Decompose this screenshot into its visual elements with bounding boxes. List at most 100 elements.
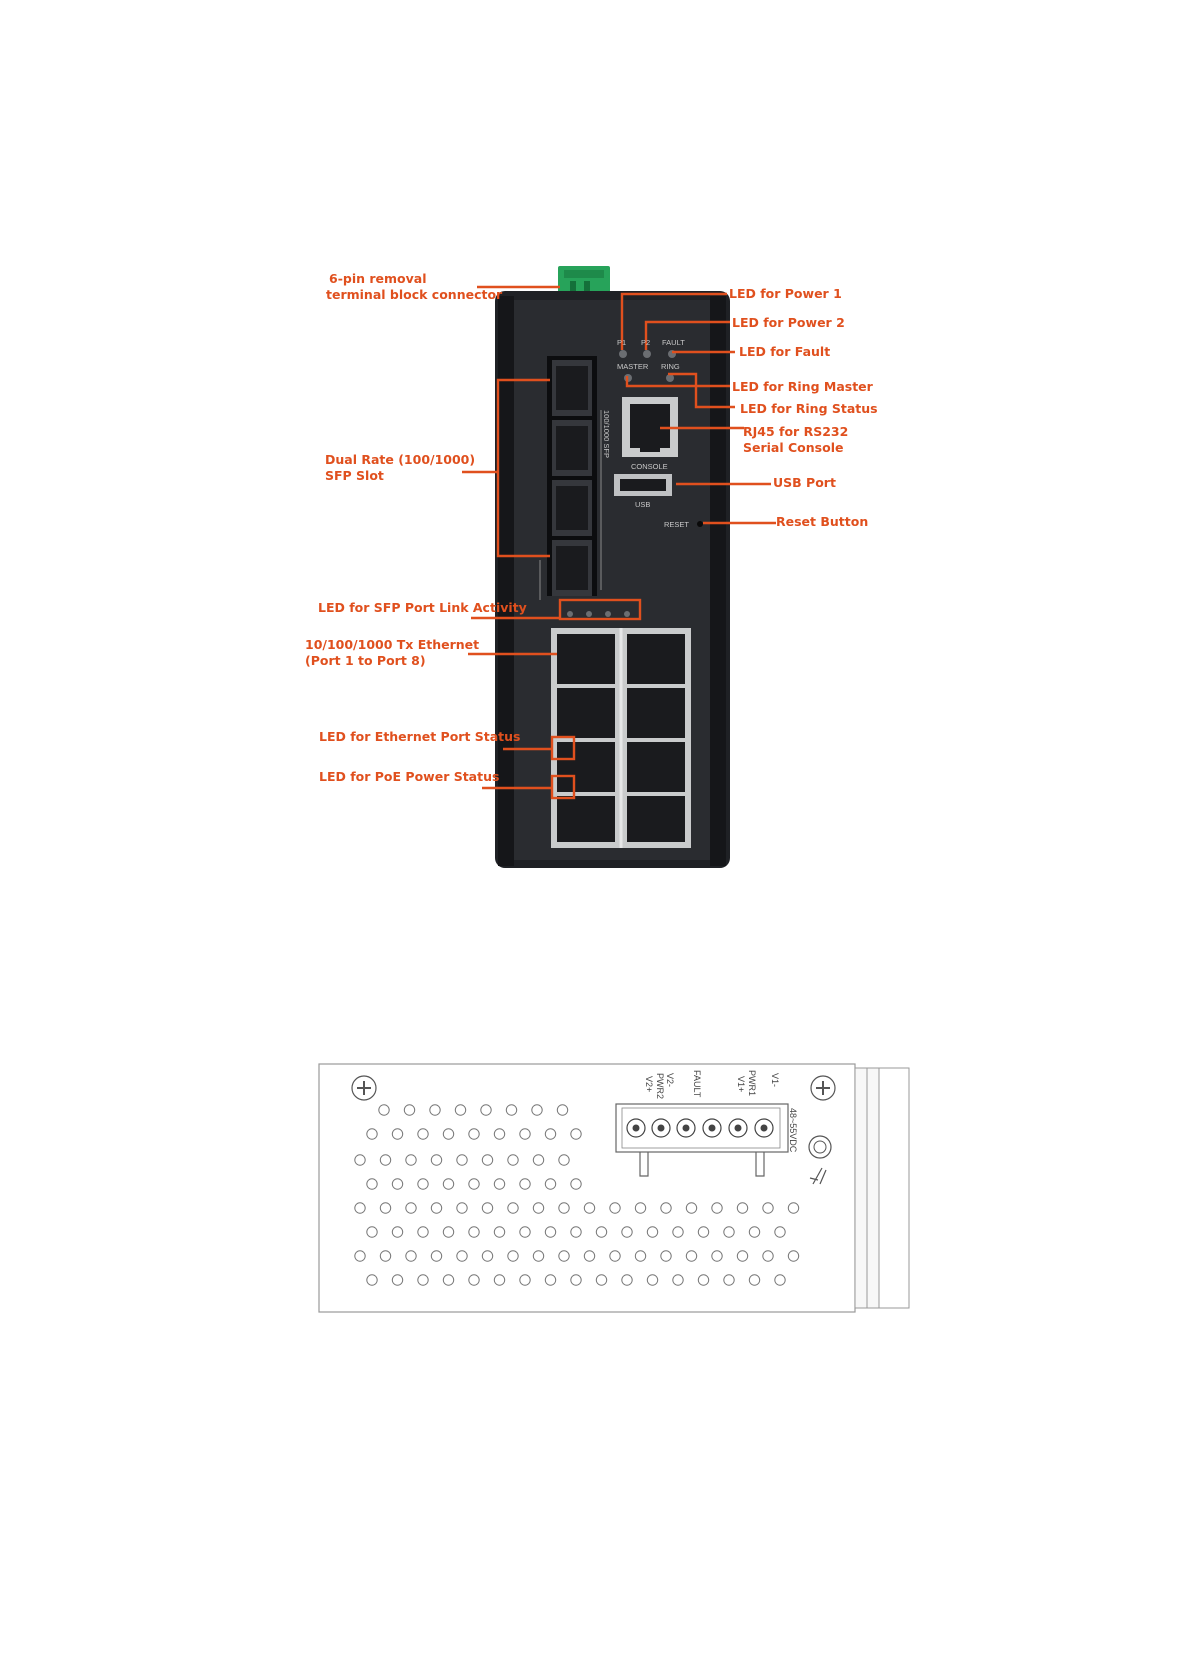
- vent-hole: [366, 1178, 378, 1190]
- callout-led-ring-master: LED for Ring Master: [732, 379, 873, 394]
- vent-hole: [481, 1154, 494, 1166]
- panel-label-usb: USB: [635, 500, 651, 509]
- vent-hole: [417, 1226, 429, 1238]
- vent-hole: [558, 1154, 570, 1166]
- vent-hole: [405, 1202, 417, 1214]
- vent-hole: [634, 1202, 647, 1214]
- vent-hole: [468, 1226, 480, 1238]
- callout-rj45-line1: RJ45 for RS232: [743, 424, 849, 439]
- vent-hole: [774, 1274, 786, 1286]
- panel-label-p2: P2: [641, 338, 651, 347]
- vent-hole: [456, 1202, 468, 1214]
- top-view-outline: [318, 1063, 910, 1313]
- vent-hole: [480, 1104, 492, 1116]
- callout-rj45-line2: Serial Console: [743, 440, 844, 455]
- vent-hole: [493, 1226, 506, 1238]
- callout-ethernet-line2: (Port 1 to Port 8): [305, 653, 426, 668]
- mounting-screw-left: [351, 1075, 377, 1101]
- ground-symbol-icon: [809, 1167, 827, 1185]
- vent-hole: [711, 1202, 723, 1214]
- vent-hole: [723, 1274, 735, 1286]
- vent-hole: [366, 1274, 378, 1286]
- vent-hole: [507, 1202, 519, 1214]
- vent-hole: [646, 1226, 659, 1238]
- vent-hole: [519, 1274, 531, 1286]
- vent-hole: [570, 1178, 582, 1190]
- vent-hole: [354, 1154, 366, 1166]
- vent-hole: [354, 1250, 366, 1262]
- vent-hole: [621, 1226, 633, 1238]
- callout-ethernet-led: LED for Ethernet Port Status: [319, 729, 521, 744]
- vent-hole: [544, 1128, 557, 1140]
- vent-hole: [685, 1250, 698, 1262]
- vent-hole: [762, 1202, 774, 1214]
- vent-hole: [403, 1104, 416, 1116]
- callout-led-fault: LED for Fault: [739, 344, 831, 359]
- vent-hole: [570, 1274, 582, 1286]
- vent-hole: [697, 1226, 710, 1238]
- vent-hole: [672, 1226, 684, 1238]
- vent-hole: [583, 1202, 596, 1214]
- callout-led-power2: LED for Power 2: [732, 315, 845, 330]
- vent-hole: [391, 1226, 404, 1238]
- label-voltage: 48~55VDC: [788, 1108, 798, 1153]
- callout-sfp-link-led: LED for SFP Port Link Activity: [318, 600, 527, 615]
- vent-hole: [544, 1274, 557, 1286]
- vent-hole: [762, 1250, 774, 1262]
- label-v1-plus: V1+: [736, 1076, 746, 1093]
- panel-label-console: CONSOLE: [631, 462, 668, 471]
- vent-hole: [366, 1226, 378, 1238]
- vent-hole: [595, 1274, 608, 1286]
- vent-hole: [417, 1178, 429, 1190]
- vent-hole: [570, 1226, 582, 1238]
- vent-hole: [595, 1226, 608, 1238]
- callout-sfp-line1: Dual Rate (100/1000): [325, 452, 476, 467]
- callout-poe-led: LED for PoE Power Status: [319, 769, 500, 784]
- vent-hole: [558, 1202, 570, 1214]
- label-fault: FAULT: [692, 1070, 702, 1098]
- vent-hole: [609, 1250, 621, 1262]
- vent-hole: [442, 1226, 455, 1238]
- ground-screw: [808, 1135, 832, 1159]
- panel-label-master: MASTER: [617, 362, 649, 371]
- vent-hole: [748, 1274, 761, 1286]
- panel-label-fault: FAULT: [662, 338, 685, 347]
- vent-hole: [609, 1202, 621, 1214]
- vent-hole: [391, 1128, 404, 1140]
- vent-hole: [442, 1128, 455, 1140]
- label-pwr1: PWR1: [747, 1070, 757, 1097]
- vent-hole: [685, 1202, 698, 1214]
- vent-hole: [454, 1104, 467, 1116]
- ventilation-holes: [354, 1104, 800, 1286]
- label-v2-plus: V2+: [644, 1076, 654, 1093]
- vent-hole: [519, 1226, 531, 1238]
- vent-hole: [660, 1250, 672, 1262]
- vent-hole: [468, 1274, 480, 1286]
- vent-hole: [519, 1178, 531, 1190]
- vent-hole: [456, 1154, 468, 1166]
- callout-terminal-line2: terminal block connector: [326, 287, 503, 302]
- terminal-block-connector: [558, 266, 610, 294]
- vent-hole: [430, 1154, 443, 1166]
- label-v2-minus: V2-: [665, 1073, 675, 1088]
- panel-label-reset: RESET: [664, 520, 690, 529]
- vent-hole: [468, 1178, 480, 1190]
- vent-hole: [417, 1128, 429, 1140]
- ethernet-ports: [551, 628, 691, 848]
- callout-terminal-line1: 6-pin removal: [329, 271, 427, 286]
- vent-hole: [748, 1226, 761, 1238]
- vent-hole: [532, 1250, 545, 1262]
- vent-hole: [379, 1250, 392, 1262]
- vent-hole: [493, 1178, 506, 1190]
- vent-hole: [556, 1104, 569, 1116]
- vent-hole: [697, 1274, 710, 1286]
- vent-hole: [378, 1104, 390, 1116]
- vent-hole: [405, 1250, 417, 1262]
- vent-hole: [379, 1202, 392, 1214]
- vent-hole: [429, 1104, 441, 1116]
- vent-hole: [391, 1178, 404, 1190]
- label-v1-minus: V1-: [770, 1073, 780, 1088]
- callout-sfp-line2: SFP Slot: [325, 468, 384, 483]
- vent-hole: [481, 1202, 494, 1214]
